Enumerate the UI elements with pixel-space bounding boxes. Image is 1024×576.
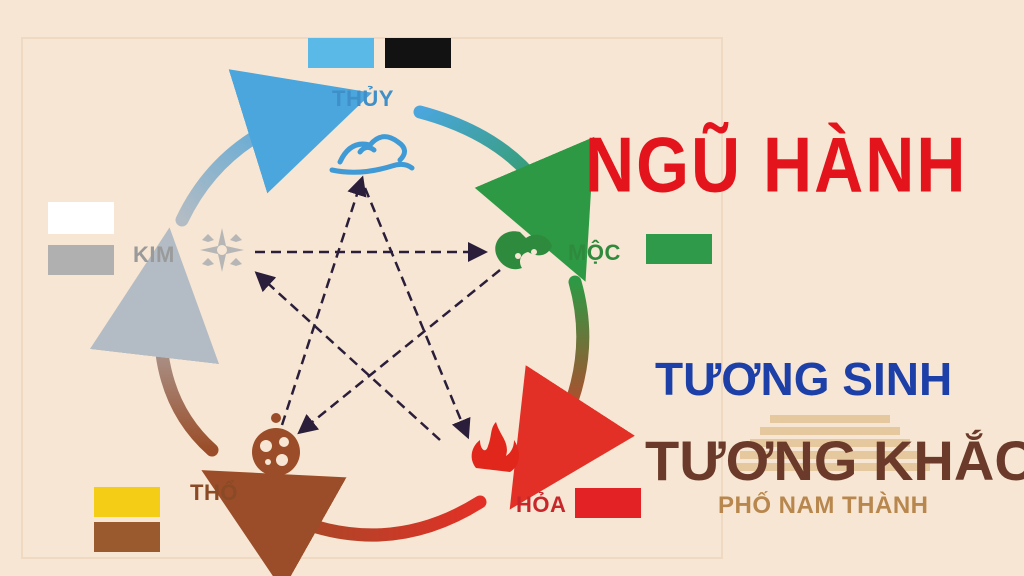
arrow-tho-to-kim [89, 227, 220, 457]
earth-orb-icon [252, 413, 300, 476]
kim-swatch-gray [48, 245, 114, 275]
diagram-panel-border [21, 37, 723, 559]
arrow-thuy-to-moc [413, 105, 595, 282]
dashed-arrow-moc-to-tho [297, 269, 501, 435]
fire-flame-icon [471, 422, 519, 472]
label-kim: KIM [133, 242, 175, 267]
wood-leaf-icon [495, 231, 552, 270]
label-moc: MỘC [568, 240, 621, 265]
label-hoa: HỎA [516, 492, 567, 517]
moc-swatch-green [646, 234, 712, 264]
dashed-arrow-tho-to-thuy [280, 175, 367, 426]
water-cloud-icon [329, 134, 415, 175]
watermark-pho-nam-thanh: PHỐ NAM THÀNH [718, 492, 929, 519]
building-logo-watermark [730, 415, 930, 471]
arrow-hoa-to-tho [201, 470, 487, 576]
title-tuong-khac: TƯƠNG KHẮC [645, 429, 1024, 492]
dashed-arrow-thuy-to-hoa [363, 187, 471, 440]
title-ngu-hanh: NGŨ HÀNH [585, 121, 968, 209]
thuy-swatch-black [385, 38, 451, 68]
kim-swatch-white [48, 202, 114, 234]
dashed-arrow-hoa-to-kim [254, 271, 441, 441]
tho-swatch-brown [94, 522, 160, 552]
thuy-swatch-blue [308, 38, 374, 68]
arrow-moc-to-hoa [509, 275, 635, 510]
hoa-swatch-red [575, 488, 641, 518]
title-tuong-sinh: TƯƠNG SINH [655, 353, 953, 405]
metal-sparkle-icon [200, 228, 244, 272]
label-tho: THỔ [190, 480, 238, 505]
label-thuy: THỦY [332, 86, 394, 111]
tho-swatch-yellow [94, 487, 160, 517]
arrow-kim-to-thuy [175, 69, 373, 227]
